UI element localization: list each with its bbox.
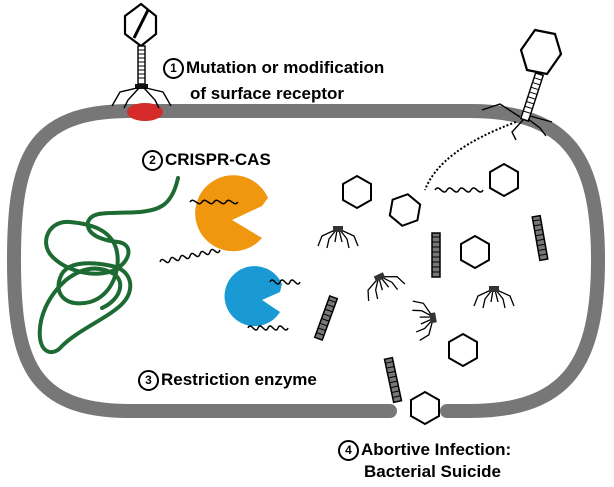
phage-baseplate (359, 265, 407, 304)
phage-capsid (342, 175, 372, 209)
mechanism-2-line-1: CRISPR-CAS (165, 150, 271, 169)
phage-capsid (489, 163, 519, 197)
restriction-enzyme (224, 266, 282, 327)
mechanism-1-line-1: Mutation or modification (186, 58, 385, 77)
mechanism-4-line-2: Bacterial Suicide (364, 462, 502, 481)
bacterial-dna (37, 176, 180, 355)
phage-injecting (424, 28, 563, 191)
phage-on-receptor (111, 2, 172, 109)
mechanism-4-label-line-2: Bacterial Suicide (364, 462, 501, 482)
mechanism-3-number: 3 (138, 370, 159, 391)
cas-protein (195, 175, 268, 252)
crispr-dna-coil-1 (189, 199, 239, 205)
phage-capsid (387, 190, 423, 230)
surface-receptor (127, 103, 163, 121)
phage-tail (313, 295, 339, 341)
mechanism-1-number: 1 (163, 58, 184, 79)
phage-tail (431, 232, 441, 278)
mechanism-1-line-2: of surface receptor (190, 84, 344, 103)
phage-capsid (460, 235, 490, 269)
phage-tail (383, 356, 403, 404)
phage-baseplate (410, 296, 441, 342)
mechanism-4-line-1: Abortive Infection: (361, 440, 512, 459)
phage-baseplate (473, 285, 515, 309)
phage-tail (531, 214, 549, 262)
bacterial-cell-wall (6, 104, 606, 418)
crispr-dna-coil-2 (159, 248, 221, 264)
phage-baseplate (317, 225, 359, 249)
phage-capsid (410, 391, 440, 425)
mechanism-1-label-line-2: of surface receptor (190, 84, 344, 104)
mechanism-2-number: 2 (142, 150, 163, 171)
phage-dna-coil (434, 187, 484, 193)
restriction-dna-coil-1 (247, 325, 289, 331)
restriction-dna-coil-2 (269, 279, 301, 285)
mechanism-3-line-1: Restriction enzyme (161, 370, 317, 389)
mechanism-4-number: 4 (338, 440, 359, 461)
phage-capsid (448, 333, 478, 367)
